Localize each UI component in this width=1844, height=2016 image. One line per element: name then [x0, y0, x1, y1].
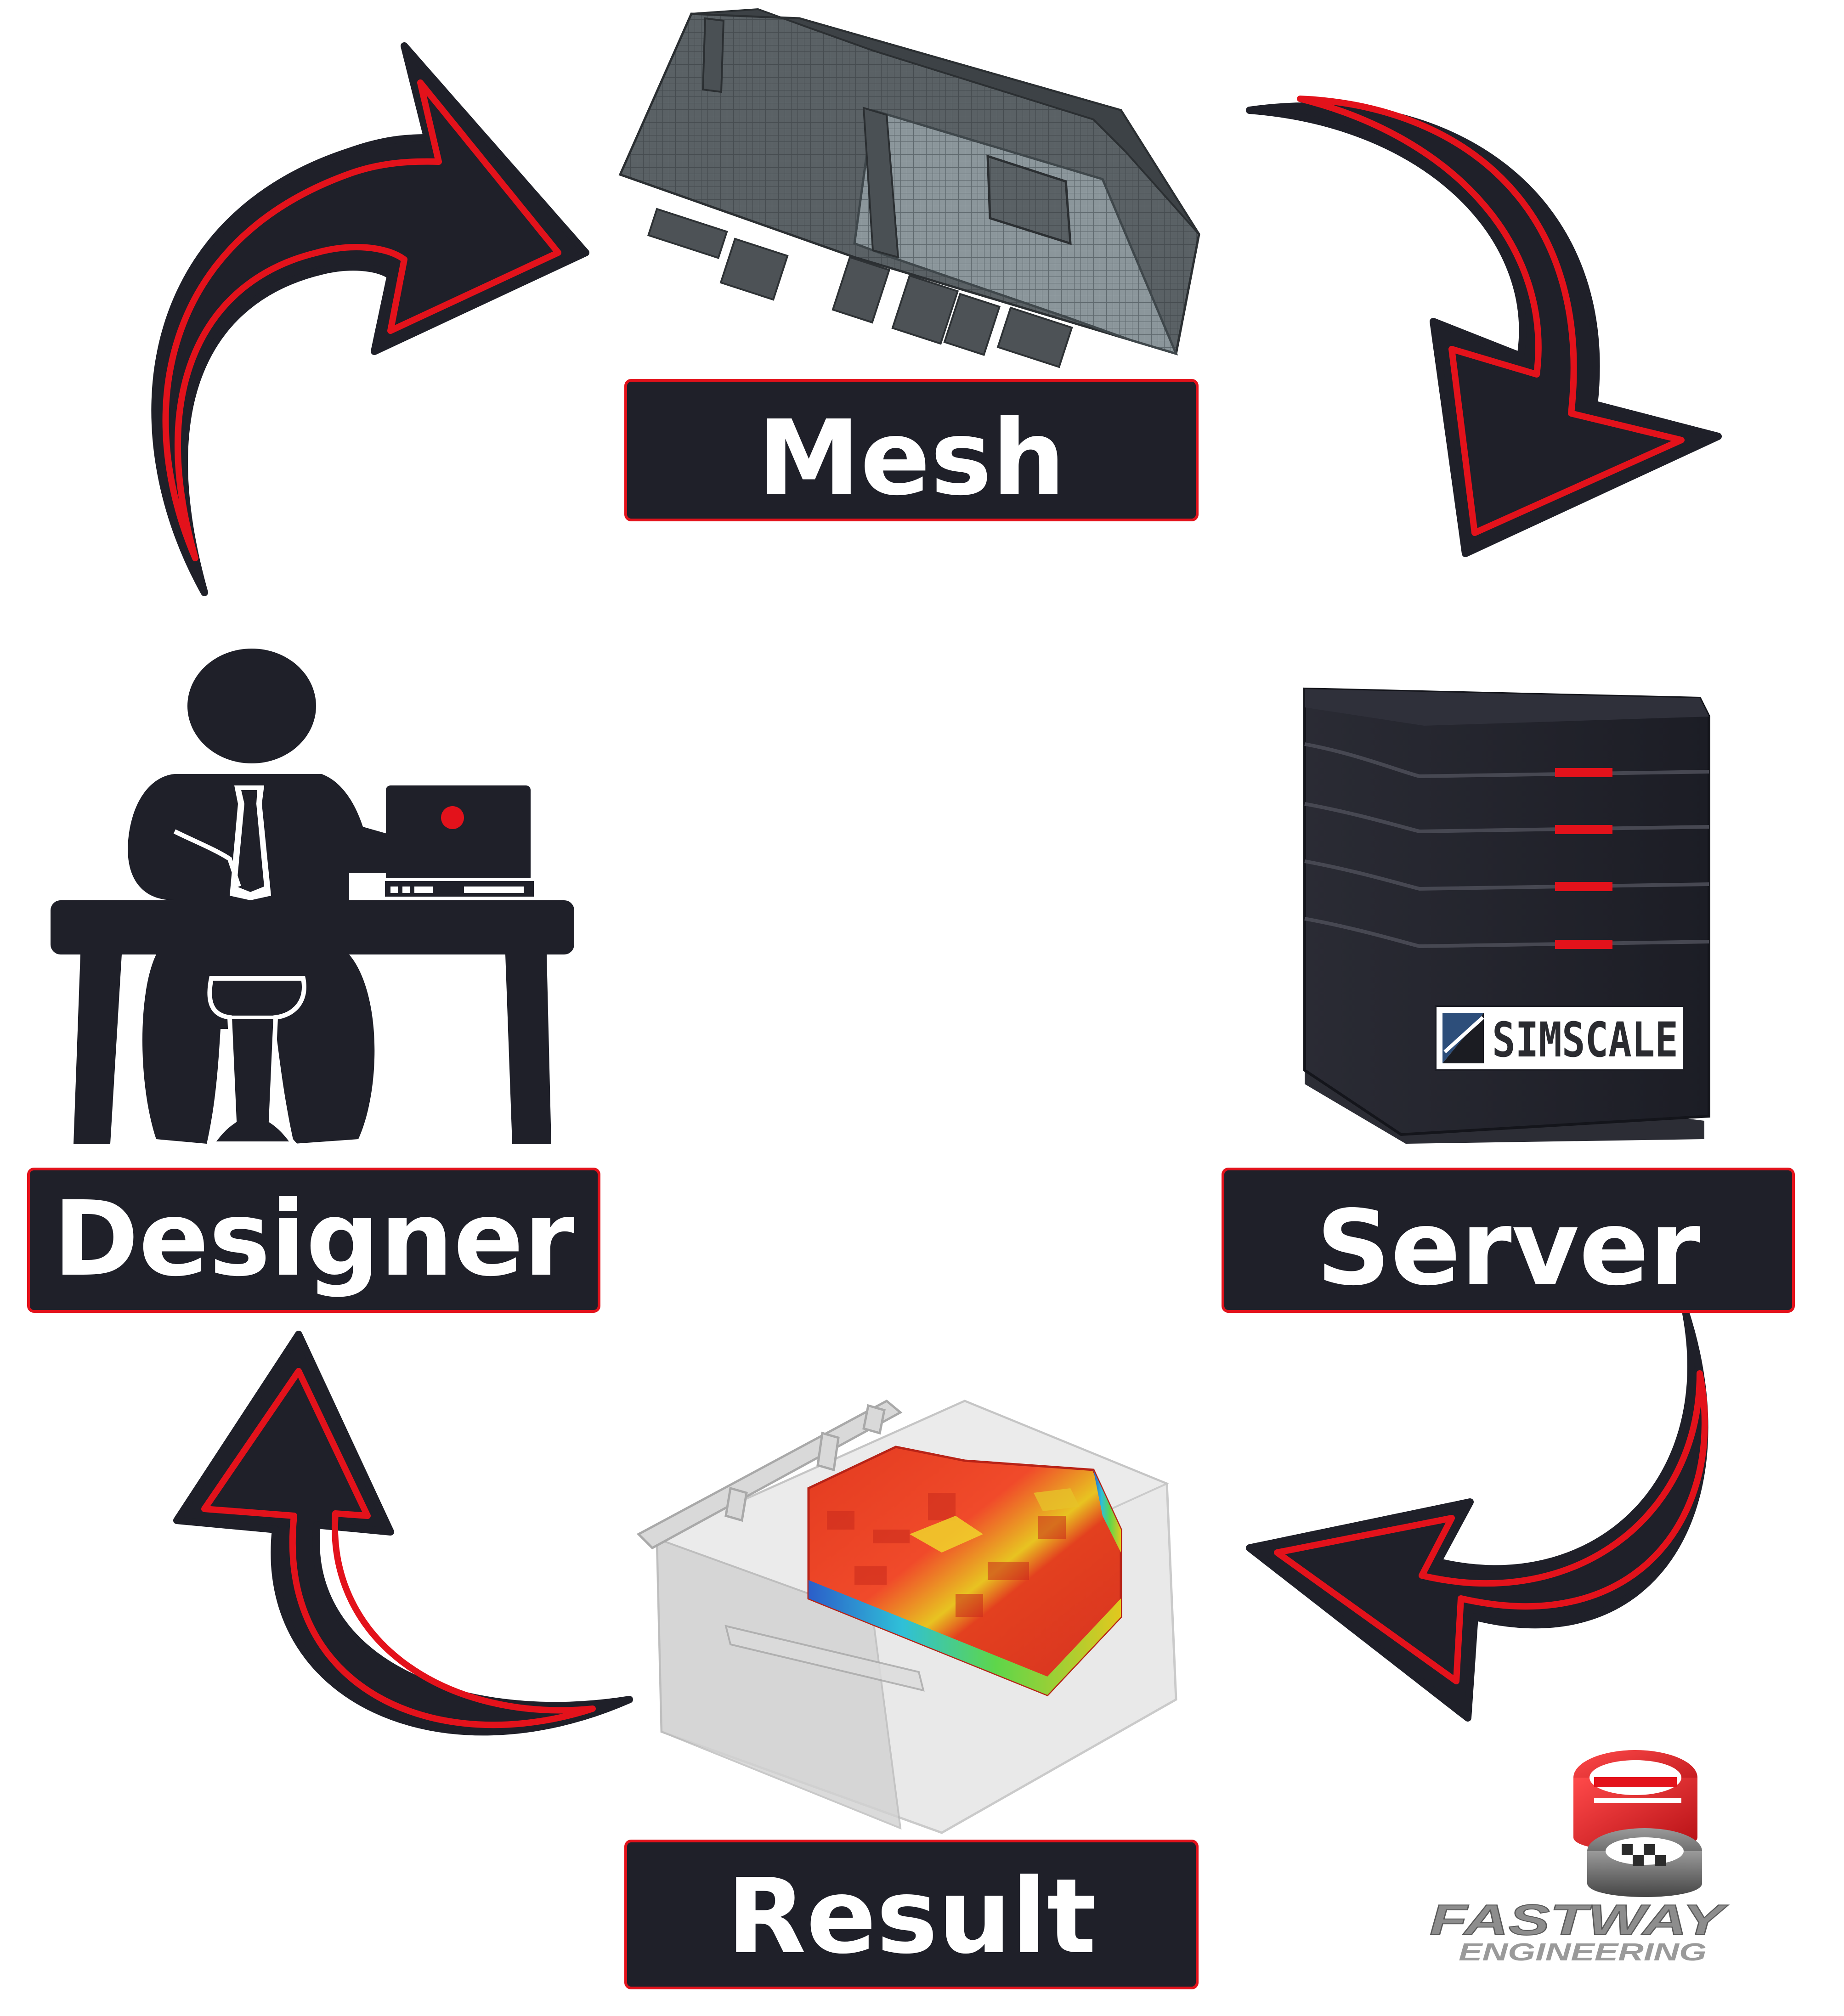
- label-result: Result: [624, 1840, 1199, 1989]
- server-drive-bays: [1304, 742, 1709, 949]
- laptop-red-light-icon: [441, 806, 464, 829]
- simscale-badge: SIMSCALE: [1435, 1005, 1685, 1071]
- server-led-indicators: [1555, 768, 1612, 949]
- designer-figure-image: [51, 649, 574, 1146]
- simscale-brand-text: SIMSCALE: [1492, 1012, 1678, 1068]
- label-mesh-text: Mesh: [758, 398, 1066, 519]
- arrow-mesh-to-server: [1246, 96, 1722, 557]
- fastway-logo-line2: ENGINEERING: [1459, 1938, 1707, 1966]
- label-designer-text: Designer: [53, 1179, 574, 1299]
- arrow-designer-to-mesh: [151, 42, 589, 596]
- mesh-model-image: [618, 8, 1200, 368]
- label-mesh: Mesh: [624, 379, 1199, 521]
- label-result-text: Result: [727, 1857, 1097, 1977]
- label-designer: Designer: [27, 1168, 600, 1313]
- label-server: Server: [1222, 1168, 1795, 1313]
- label-server-text: Server: [1316, 1188, 1700, 1309]
- arrow-server-to-result: [1246, 1310, 1708, 1722]
- result-simulation-image: [636, 1399, 1177, 1834]
- arrow-result-to-designer: [173, 1331, 633, 1736]
- server-tower-image: SIMSCALE: [1303, 687, 1710, 1144]
- fastway-cylinder-icon: [1573, 1750, 1702, 1897]
- fastway-engineering-logo: FASTWAY ENGINEERING: [1429, 1750, 1729, 1966]
- fastway-logo-line1: FASTWAY: [1430, 1896, 1728, 1944]
